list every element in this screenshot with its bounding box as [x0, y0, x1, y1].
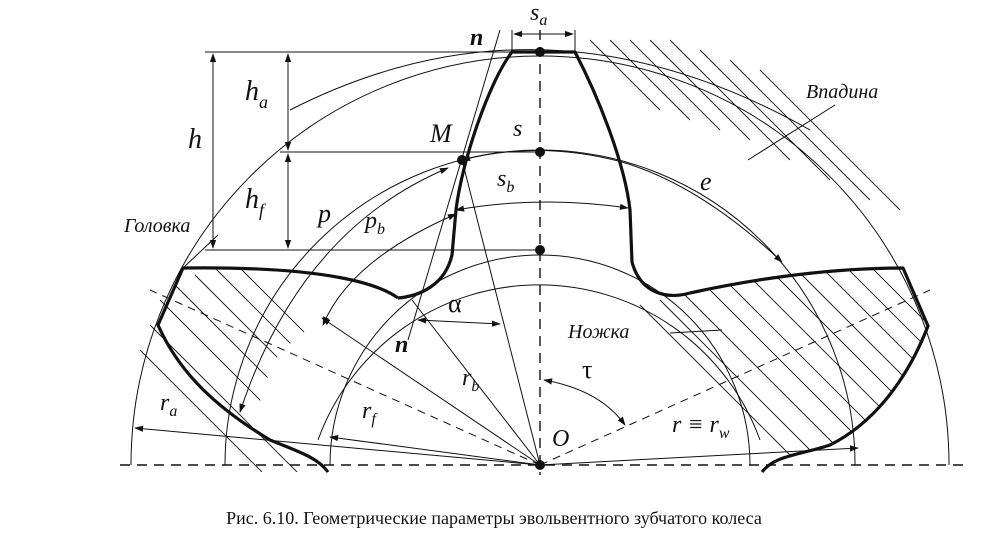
arc-p: [239, 167, 449, 413]
label-M: M: [429, 119, 453, 148]
label-rb: rb: [462, 365, 479, 395]
arc-alpha: [417, 317, 501, 327]
callout-vpadina: Впадина: [806, 81, 878, 103]
callout-leaders: [182, 104, 836, 334]
gear-geometry-diagram: sa n n h ha hf M s sb e p pb α τ O rb ra…: [120, 0, 970, 475]
arc-sb: [455, 201, 629, 212]
label-sb: sb: [497, 166, 514, 196]
label-pb: pb: [363, 208, 385, 238]
point-top: [535, 47, 545, 57]
callout-nozhka: Ножка: [567, 321, 629, 343]
point-root: [535, 245, 545, 255]
gear-profile: [156, 50, 930, 474]
outer-arc: [289, 49, 811, 131]
radius-rb: [321, 317, 541, 466]
label-p: p: [316, 199, 331, 228]
label-ha: ha: [245, 76, 268, 112]
callout-golovka: Головка: [123, 215, 190, 237]
label-e: e: [700, 167, 712, 196]
label-alpha: α: [448, 289, 462, 318]
radii: [134, 159, 859, 466]
central-tooth: [397, 50, 691, 300]
point-pitch: [535, 147, 545, 157]
sa-dimension: [511, 30, 576, 52]
label-O: O: [552, 426, 569, 452]
label-n-top: n: [470, 25, 483, 51]
points: [457, 47, 545, 470]
radius-ra: [134, 425, 541, 466]
arc-pb: [322, 213, 457, 326]
label-tau: τ: [582, 355, 592, 384]
arc-s-e: [461, 149, 783, 263]
radius-rw: [539, 445, 859, 466]
right-tooth-flank: [689, 266, 930, 474]
label-hf: hf: [245, 184, 267, 220]
hatch-nozhka-right: [639, 265, 928, 471]
point-O: [535, 460, 545, 470]
label-rf: rf: [362, 398, 378, 428]
tooth-axis-right: [539, 289, 931, 466]
radius-to-M: [461, 159, 541, 466]
labels: sa n n h ha hf M s sb e p pb α τ O rb ra…: [123, 0, 878, 452]
point-M: [457, 155, 467, 165]
radius-rf: [329, 434, 541, 466]
label-rw: r ≡ rw: [672, 412, 730, 442]
arc-dimensions: [239, 149, 783, 426]
arc-tau: [543, 378, 626, 426]
figure-caption: Рис. 6.10. Геометрические параметры эвол…: [226, 508, 762, 528]
hatch-vpadina: [589, 39, 901, 211]
label-n-bottom: n: [395, 332, 408, 358]
label-ra: ra: [160, 390, 177, 420]
label-sa: sa: [530, 0, 547, 29]
label-s: s: [513, 116, 522, 142]
label-h: h: [188, 124, 202, 155]
